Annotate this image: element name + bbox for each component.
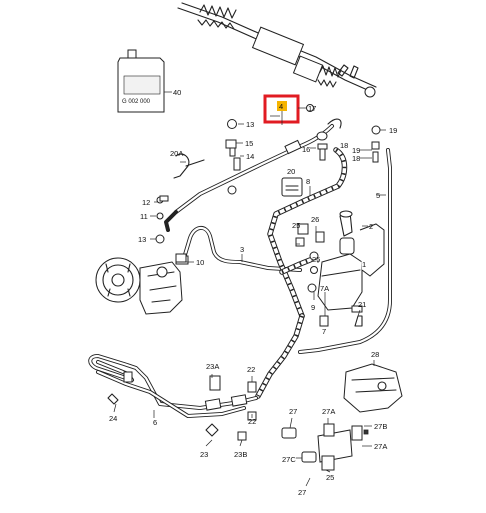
callout-20: 20 [287,167,295,176]
callout-27a: 27A [322,407,335,416]
bolt-16 [319,147,326,161]
callout-25: 25 [292,221,300,230]
callout-10: 10 [196,258,204,267]
callout-2: 2 [369,222,373,231]
rack-boot-left [197,4,237,30]
clip-20 [281,177,303,197]
highlight-marker [277,101,287,111]
callout-21: 21 [358,300,366,309]
callout-20a: 20A [170,149,183,158]
highlight-frame [263,94,300,124]
steering-pump [95,255,189,315]
pressure-line [164,118,342,232]
callout-4: 4 [279,102,283,111]
callout-18: 18 [340,141,348,150]
callout-1: 1 [362,260,366,269]
tie-rod-end-icon [364,86,376,98]
callout-12: 12 [142,198,150,207]
callout-27: 27 [289,407,297,416]
callout-9: 9 [311,303,315,312]
bolt-15 [225,139,237,149]
nut-13 [227,119,237,129]
hose-5 [298,148,392,354]
callout-19-lower: 19 [352,146,360,155]
leader-lines [113,107,386,487]
reservoir-bracket [359,223,385,277]
callout-6: 6 [153,418,157,427]
callout-15: 15 [245,139,253,148]
callout-23b: 23B [234,450,247,459]
callout-22-lower: 22 [248,417,256,426]
pressure-line-fitting [284,139,302,155]
callout-25-lower: 25 [312,255,320,264]
callout-28: 28 [371,350,379,359]
callout-27-bottom: 27 [298,488,306,497]
callout-13-lower: 13 [138,235,146,244]
callout-5: 5 [376,191,380,200]
cooler-loop-6 [88,354,258,418]
callout-11: 11 [140,212,148,221]
banjo-fitting [316,131,328,141]
callout-18-lower: 18 [352,154,360,163]
rack-boot-right [317,65,342,88]
callout-23a: 23A [206,362,219,371]
callout-24: 24 [109,414,117,423]
callouts: 13 15 14 17 18 16 19 19 18 20A 12 11 13 … [109,104,397,497]
reservoir-hose [255,257,313,399]
callout-22: 22 [247,365,255,374]
rack-valve-body [292,55,324,83]
rack-housing [251,26,305,66]
callout-16: 16 [302,145,310,154]
reservoir [317,210,385,311]
callout-14: 14 [246,152,254,161]
callout-13: 13 [246,120,254,129]
clamp-group-27 [281,423,369,471]
steering-rack [177,2,377,98]
highlighted-part-4: 4 [263,94,300,125]
reservoir-cap [339,237,355,255]
nut-19 [371,125,381,135]
fluid-can-code: G 002 000 [122,99,151,105]
heat-shield-28 [343,363,403,413]
callout-25-bottom: 25 [326,473,334,482]
callout-17: 17 [308,104,316,113]
return-hose-8 [267,147,348,319]
callout-27c: 27C [282,455,296,464]
callout-27a-lower: 27A [374,442,387,451]
fluid-can: G 002 000 [117,49,165,113]
callout-23: 23 [200,450,208,459]
washer-17 [306,104,314,112]
callout-3: 3 [240,245,244,254]
callout-7: 7 [322,327,326,336]
callout-40: 40 [173,88,181,97]
callout-26: 26 [311,215,319,224]
fasteners [107,104,381,441]
callout-8: 8 [306,177,310,186]
callout-7a: 7A [320,284,329,293]
return-line-3 [182,226,302,272]
callout-27b: 27B [374,422,387,431]
callout-19: 19 [389,126,397,135]
